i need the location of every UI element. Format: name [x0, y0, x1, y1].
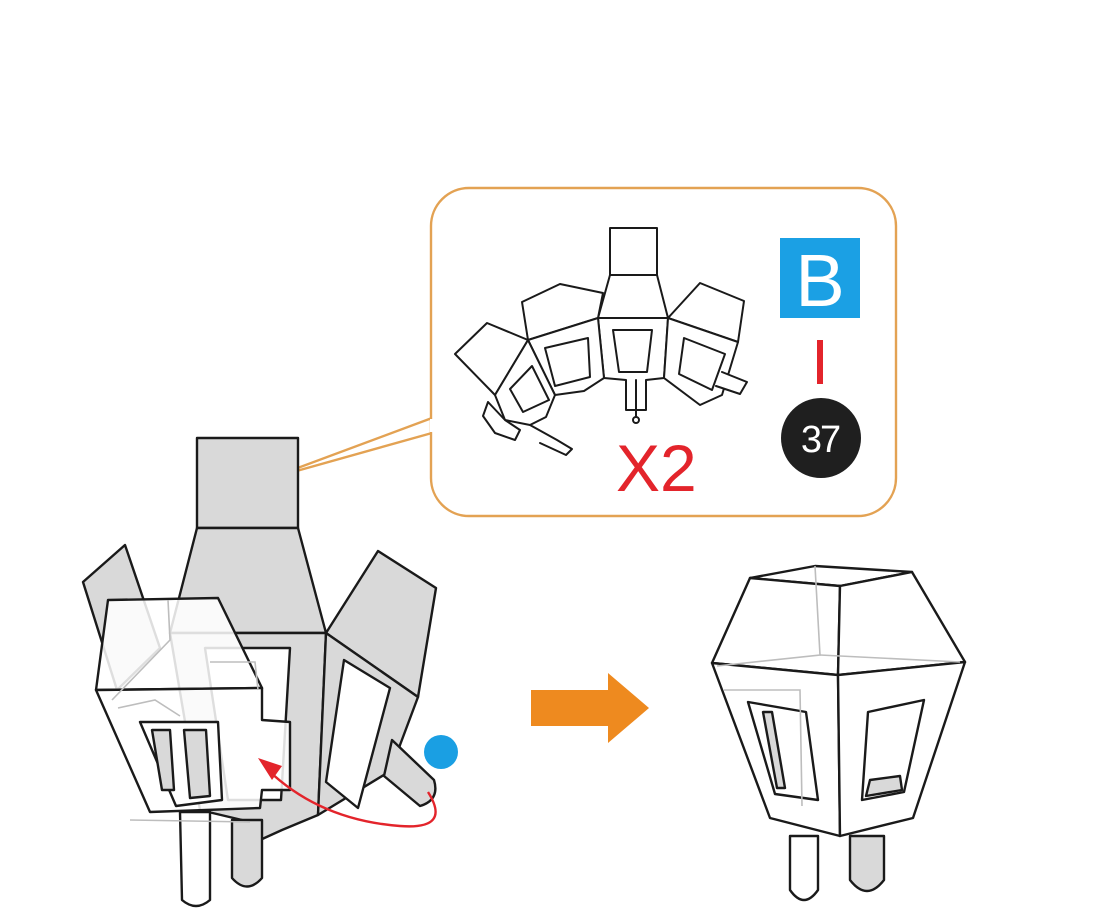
sheet-badge [780, 238, 860, 318]
step-number: 37 [801, 419, 840, 461]
quantity-label: X2 [616, 431, 697, 505]
rotate-arrow-icon [258, 758, 437, 828]
next-step-arrow-icon [531, 673, 649, 743]
part-callout: X2 B 37 [266, 186, 898, 518]
folding-piece-icon [81, 436, 438, 908]
step-badge [781, 398, 861, 478]
sheet-letter: B [795, 239, 844, 322]
guide-dot-icon [424, 735, 458, 769]
assembled-lantern-icon [710, 564, 967, 902]
badge-connector [817, 340, 823, 384]
flat-part-icon [454, 227, 748, 456]
